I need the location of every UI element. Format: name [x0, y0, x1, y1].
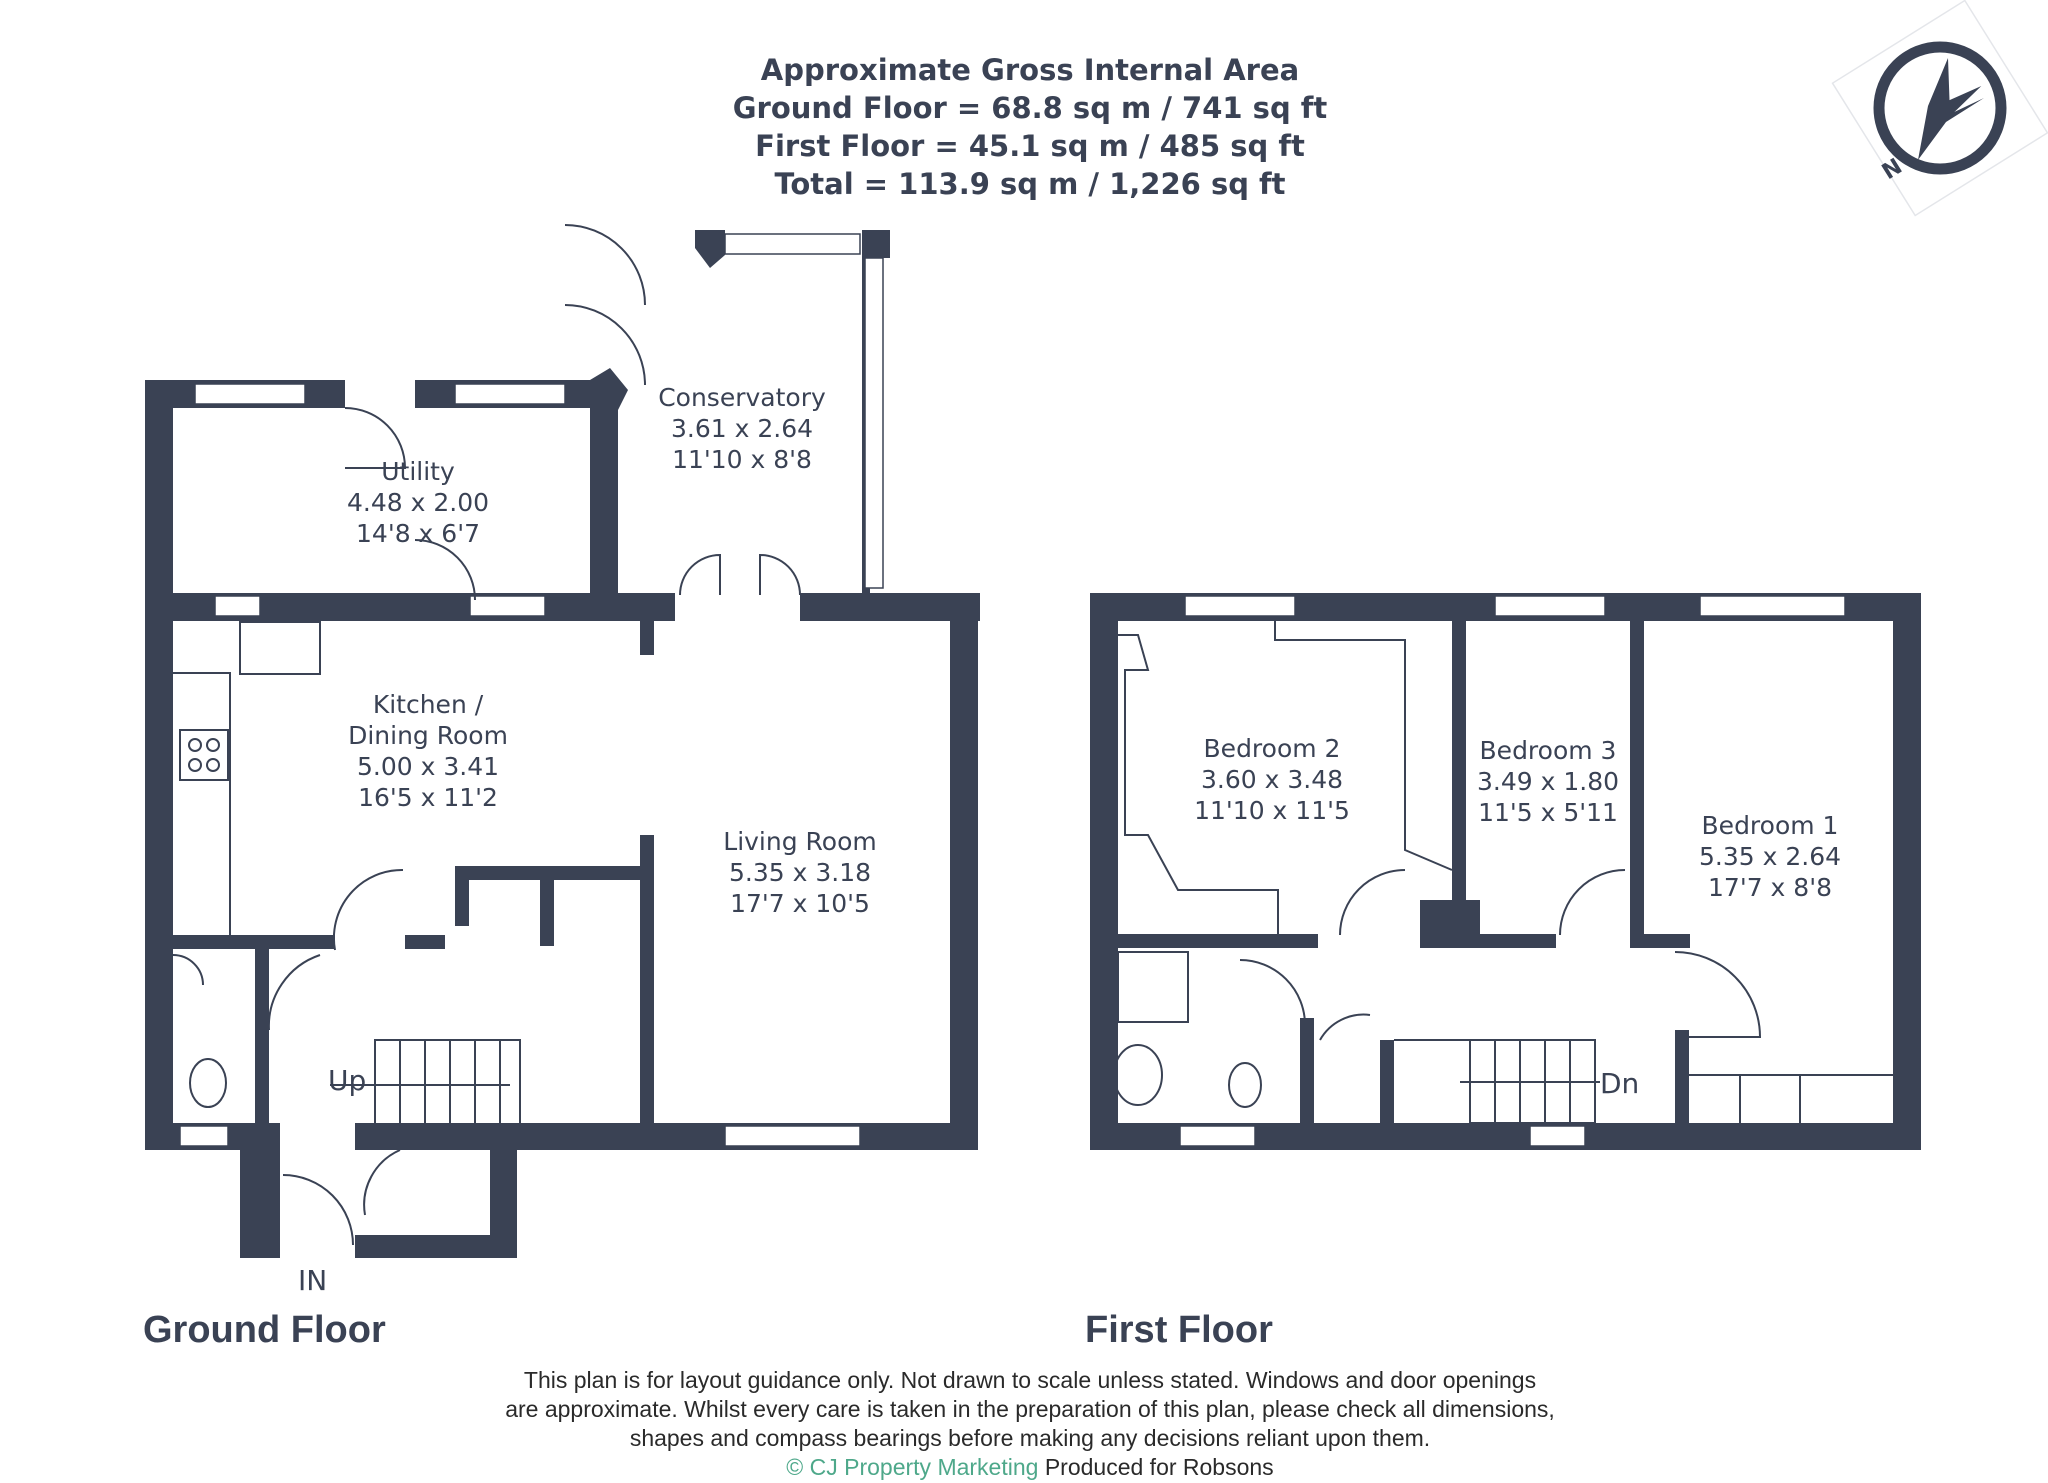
bedroom1-name: Bedroom 1	[1702, 811, 1839, 840]
utility-imperial: 14'8 x 6'7	[356, 519, 480, 548]
ground-floor-label: Ground Floor	[143, 1309, 386, 1351]
bedroom1-imperial: 17'7 x 8'8	[1708, 873, 1832, 902]
bedroom3-imperial: 11'5 x 5'11	[1478, 798, 1618, 827]
kitchen-name-line1: Kitchen /	[373, 690, 484, 719]
credit-brand: © CJ Property Marketing	[786, 1454, 1038, 1480]
area-first-floor: First Floor = 45.1 sq m / 485 sq ft	[755, 129, 1305, 163]
entrance-label: IN	[298, 1264, 327, 1297]
utility-metric: 4.48 x 2.00	[347, 488, 489, 517]
area-total: Total = 113.9 sq m / 1,226 sq ft	[774, 167, 1285, 201]
first-stairs-label: Dn	[1600, 1067, 1639, 1100]
ground-stairs	[330, 1039, 521, 1126]
first-floor-label: First Floor	[1085, 1309, 1273, 1351]
kitchen-name-line2: Dining Room	[348, 721, 508, 750]
kitchen-metric: 5.00 x 3.41	[357, 752, 499, 781]
living-room-name: Living Room	[723, 827, 876, 856]
ground-stairs-label: Up	[328, 1064, 366, 1097]
conservatory-metric: 3.61 x 2.64	[671, 414, 813, 443]
first-floor-plan: Bedroom 2 3.60 x 3.48 11'10 x 11'5 Bedro…	[1085, 593, 1921, 1351]
bedroom3-name: Bedroom 3	[1480, 736, 1617, 765]
area-summary: Approximate Gross Internal Area Ground F…	[733, 53, 1328, 201]
credit-rest: Produced for Robsons	[1038, 1454, 1273, 1480]
disclaimer: This plan is for layout guidance only. N…	[505, 1367, 1555, 1480]
first-stairs	[1394, 1039, 1600, 1124]
bedroom2-metric: 3.60 x 3.48	[1201, 765, 1343, 794]
conservatory-imperial: 11'10 x 8'8	[672, 445, 812, 474]
living-room-imperial: 17'7 x 10'5	[730, 889, 870, 918]
compass-icon: N	[1831, 0, 2048, 217]
bedroom3-metric: 3.49 x 1.80	[1477, 767, 1619, 796]
disclaimer-line2: are approximate. Whilst every care is ta…	[505, 1396, 1555, 1422]
ground-floor-plan: Conservatory 3.61 x 2.64 11'10 x 8'8 Uti…	[143, 224, 980, 1351]
area-ground-floor: Ground Floor = 68.8 sq m / 741 sq ft	[733, 91, 1328, 125]
bedroom1-metric: 5.35 x 2.64	[1699, 842, 1841, 871]
bedroom2-imperial: 11'10 x 11'5	[1194, 796, 1350, 825]
area-heading: Approximate Gross Internal Area	[761, 53, 1299, 87]
bedroom2-name: Bedroom 2	[1204, 734, 1341, 763]
living-room-metric: 5.35 x 3.18	[729, 858, 871, 887]
disclaimer-line3: shapes and compass bearings before makin…	[630, 1425, 1430, 1451]
conservatory-name: Conservatory	[658, 383, 826, 412]
kitchen-imperial: 16'5 x 11'2	[358, 783, 498, 812]
utility-name: Utility	[381, 457, 455, 486]
disclaimer-line1: This plan is for layout guidance only. N…	[524, 1367, 1536, 1393]
credit-line: © CJ Property Marketing Produced for Rob…	[786, 1454, 1273, 1480]
